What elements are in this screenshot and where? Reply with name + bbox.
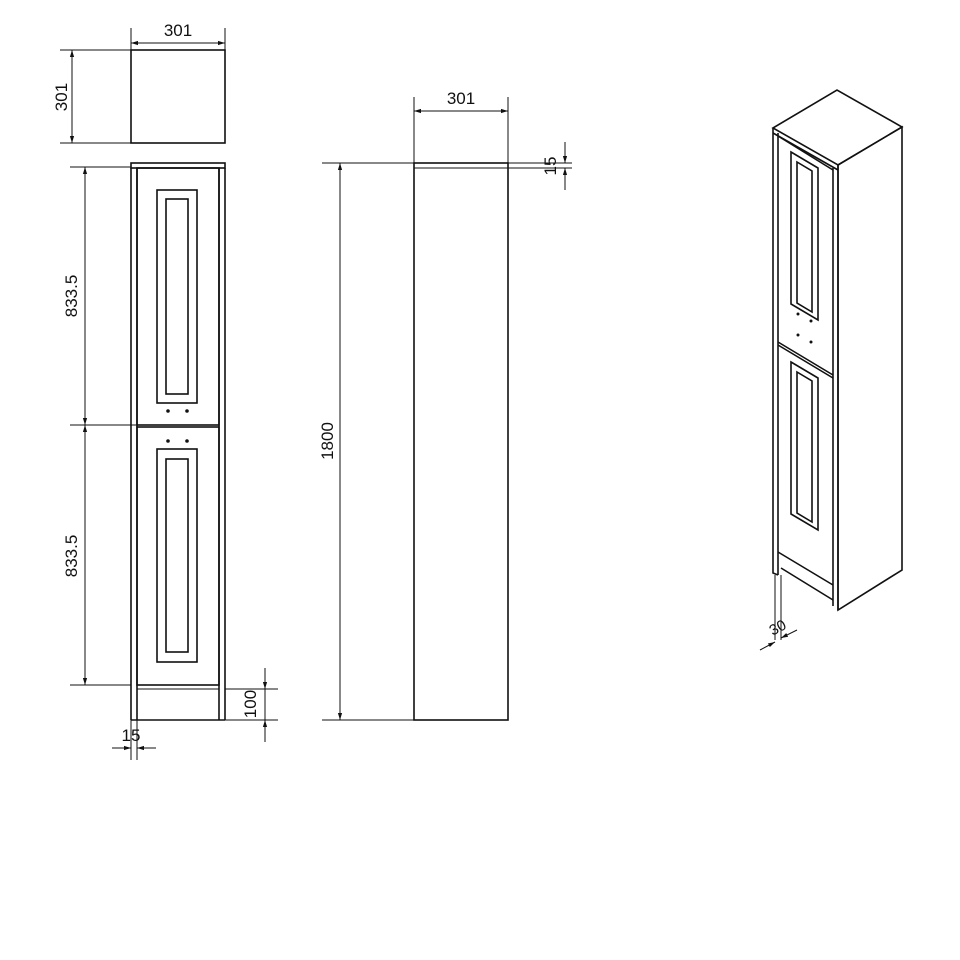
knob-dot [166, 439, 170, 443]
lower-door-height-label: 833.5 [62, 535, 81, 578]
knob-dot [166, 409, 170, 413]
plinth-height-label: 100 [241, 690, 260, 718]
knob-dot [185, 409, 189, 413]
isometric-view: 30 [759, 89, 904, 651]
knob-dot [185, 439, 189, 443]
upper-door [136, 167, 220, 426]
upper-door-height-label: 833.5 [62, 275, 81, 318]
side-thickness-label: 15 [122, 726, 141, 745]
top-depth-label: 301 [52, 83, 71, 111]
top-width-label: 301 [164, 21, 192, 40]
total-height-label: 1800 [318, 422, 337, 460]
recess-label: 30 [767, 617, 790, 640]
front-view: 833.5 833.5 100 15 [62, 162, 278, 760]
side-depth-label: 301 [447, 89, 475, 108]
side-view: 301 1800 15 [318, 89, 572, 721]
top-view: 301 301 [52, 21, 226, 144]
top-thickness-label: 15 [541, 157, 560, 176]
lower-door [136, 426, 220, 686]
